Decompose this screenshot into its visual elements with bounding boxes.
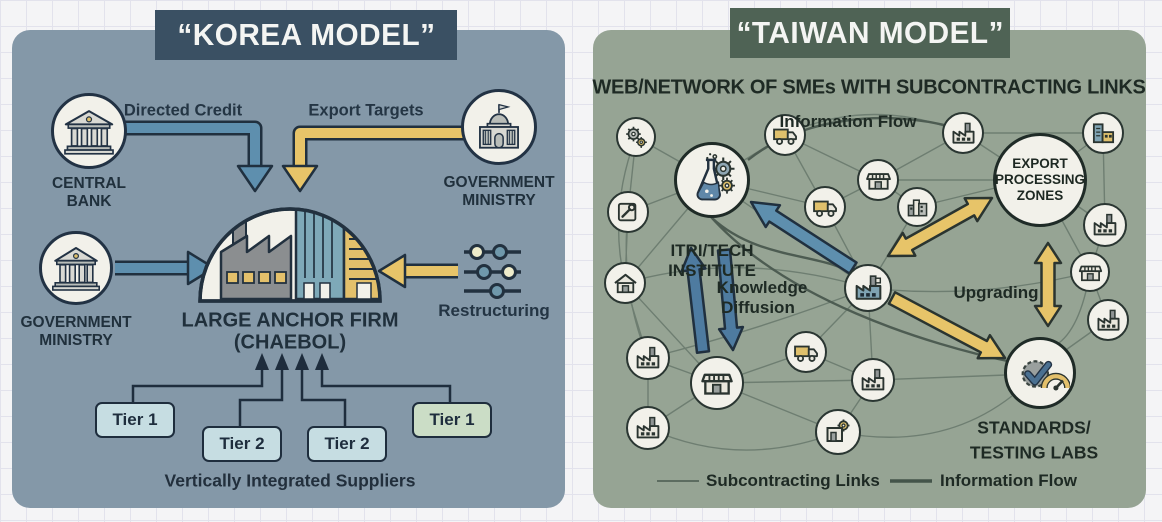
sme-network-node [897, 187, 937, 227]
tool-icon [617, 202, 636, 221]
legend-subcontracting-label: Subcontracting Links [706, 471, 880, 490]
house-icon [613, 273, 637, 293]
factory-icon [1097, 309, 1119, 331]
gears-icon [625, 126, 647, 148]
ministry-building-icon [52, 247, 100, 291]
upgrading-yellow-double-arrow [1033, 241, 1063, 328]
sme-network-node [1087, 299, 1129, 341]
gear-house-icon [826, 419, 850, 442]
restructuring-label: Restructuring [438, 301, 550, 320]
itri-label-1: ITRI/TECH [670, 241, 754, 260]
export-targets-label: Export Targets [308, 101, 424, 120]
directed-credit-arrow [125, 120, 274, 193]
taiwan-headline: WEB/NETWORK OF SMEs WITH SUBCONTRACTING … [592, 76, 1146, 99]
sme-network-node [1083, 203, 1127, 247]
central-bank-node [51, 93, 127, 169]
truck-icon [793, 345, 818, 362]
standards-label-2: TESTING LABS [969, 442, 1099, 463]
legend-information-flow-label: Information Flow [940, 471, 1077, 490]
tier2-box-right: Tier 2 [307, 426, 387, 462]
sme-network-node [785, 331, 827, 373]
store-icon [1078, 265, 1102, 281]
factory-hub-icon [855, 274, 881, 300]
central-bank-label-1: CENTRAL [51, 175, 127, 192]
hub-to-standards-yellow-arrow [887, 291, 1007, 360]
sme-network-node [942, 112, 984, 154]
upgrading-label: Upgrading [953, 283, 1039, 302]
taiwan-banner: “TAIWAN MODEL” [730, 8, 1010, 58]
sme-network-node [1070, 252, 1110, 292]
government-ministry-top-label-1: GOVERNMENT [443, 174, 555, 191]
factory-cluster-icon [907, 198, 927, 216]
epz-label-2: PROCESSING [994, 172, 1086, 188]
knowledge-diffusion-label-2: Diffusion [721, 298, 795, 317]
taiwan-banner-title: “TAIWAN MODEL” [736, 15, 1004, 50]
hub-epz-yellow-double-arrow [886, 196, 994, 258]
export-processing-zones-node: EXPORT PROCESSING ZONES [993, 133, 1087, 227]
factory-icon [952, 122, 974, 144]
truck-icon [772, 128, 797, 145]
tier1-box-left: Tier 1 [95, 402, 175, 438]
bank-icon [64, 110, 114, 155]
factory-icon [636, 416, 660, 439]
government-ministry-top-node [461, 89, 537, 165]
factory-icon [636, 346, 660, 369]
government-ministry-left-node [39, 231, 113, 305]
itri-tech-institute-node [674, 142, 750, 218]
sme-network-node [857, 159, 899, 201]
government-ministry-top-label-2: MINISTRY [462, 192, 536, 209]
government-ministry-left-label-2: MINISTRY [39, 332, 113, 349]
sme-network-node [804, 186, 846, 228]
tier-connectors [131, 353, 452, 427]
tier1-box-right: Tier 1 [412, 402, 492, 438]
sme-network-node [851, 358, 895, 402]
sme-network-node [815, 409, 861, 455]
government-ministry-left-label-1: GOVERNMENT [20, 314, 132, 331]
epz-label-3: ZONES [1016, 187, 1064, 203]
sme-network-node [1082, 112, 1124, 154]
hub-to-itri-blue-arrow [749, 200, 858, 275]
sme-network-node [690, 356, 744, 410]
store-icon [865, 172, 891, 190]
standards-testing-labs-node [1004, 337, 1076, 409]
anchor-firm-label-2: (CHAEBOL) [233, 331, 347, 354]
anchor-firm-illustration [198, 207, 382, 303]
export-targets-arrow [281, 125, 464, 193]
buildings-icon [1092, 122, 1114, 143]
epz-label-1: EXPORT [1012, 156, 1068, 172]
korea-banner: “KOREA MODEL” [155, 10, 457, 60]
factory-icon [861, 368, 885, 391]
information-flow-top-label: Information Flow [779, 112, 917, 131]
sme-network-node [764, 114, 806, 156]
tier2-box-left: Tier 2 [202, 426, 282, 462]
knowledge-diffusion-label-1: Knowledge [716, 278, 808, 297]
anchor-firm-label-1: LARGE ANCHOR FIRM [181, 309, 399, 332]
sme-network-node [604, 262, 646, 304]
sme-network-node [626, 406, 670, 450]
flask-gears-icon [696, 153, 735, 201]
badge-gauge-icon [1021, 360, 1070, 391]
sme-network-node [844, 264, 892, 312]
knowledge-diffusion-up-arrow [680, 246, 711, 354]
directed-credit-label: Directed Credit [123, 101, 243, 120]
truck-icon [812, 200, 837, 217]
restructuring-yellow-arrow [377, 253, 458, 289]
store-icon [701, 373, 733, 395]
sme-network-node [616, 117, 656, 157]
ministry-blue-arrow [115, 250, 216, 286]
factory-icon [1093, 213, 1117, 236]
korea-banner-title: “KOREA MODEL” [176, 17, 436, 52]
vertically-integrated-suppliers-caption: Vertically Integrated Suppliers [164, 470, 416, 491]
central-bank-label-2: BANK [66, 193, 112, 210]
itri-label-2: INSTITUTE [668, 261, 756, 280]
knowledge-diffusion-down-arrow [716, 248, 745, 352]
capitol-icon [479, 103, 519, 149]
sliders-icon [464, 244, 521, 299]
standards-label-1: STANDARDS/ [977, 417, 1091, 438]
sme-network-node [607, 191, 649, 233]
sme-network-node [626, 336, 670, 380]
